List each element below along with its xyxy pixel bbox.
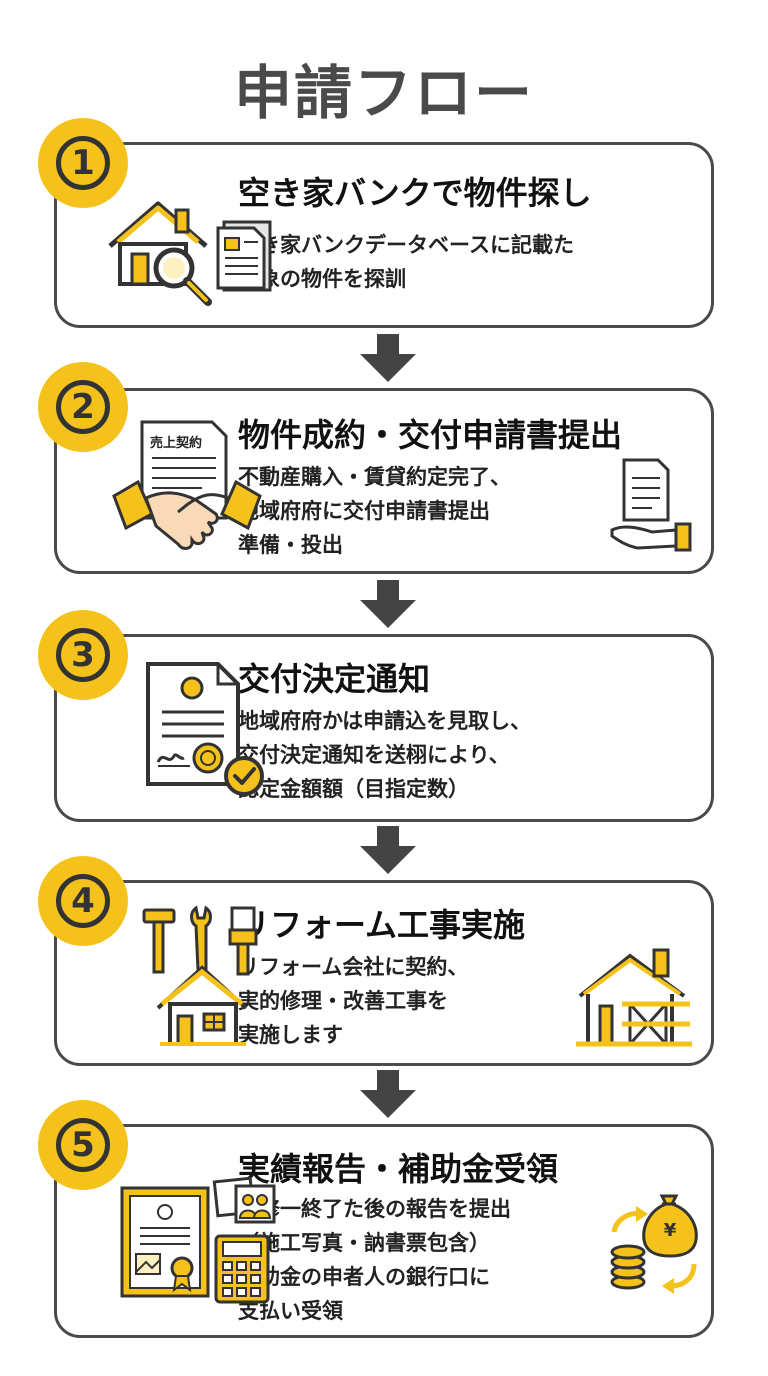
page-title: 申請フロー bbox=[233, 59, 534, 127]
step-3-badge: 3 bbox=[38, 610, 128, 700]
step-5-line: 改修一終了た後の報告を提出 bbox=[238, 1197, 511, 1221]
flow-arrow-down-icon bbox=[360, 1070, 416, 1118]
step-1-title: 空き家バンクで物件探し bbox=[238, 174, 592, 212]
construction-house-icon bbox=[576, 948, 692, 1047]
document-icon bbox=[216, 220, 272, 292]
step-1-description: 空き家バンクデータベースに記載た 対象の物件を探訓 bbox=[238, 228, 574, 296]
flow-arrow-down-icon bbox=[360, 826, 416, 874]
photos-icon bbox=[212, 1176, 276, 1224]
step-5-description: 改修一終了た後の報告を提出 （施工写真・訥書票包含） 補助金の申者人の銀行口に … bbox=[238, 1192, 511, 1328]
money-exchange-icon: ¥ bbox=[606, 1186, 702, 1296]
step-1-line: 空き家バンクデータベースに記載た bbox=[238, 233, 574, 257]
flow-arrow-down-icon bbox=[360, 334, 416, 382]
flow-arrow-down-icon bbox=[360, 580, 416, 628]
step-4-line: 実施します bbox=[238, 1023, 343, 1047]
step-5-line: （施工写真・訥書票包含） bbox=[238, 1231, 490, 1255]
step-2-line: 不動産購入・賃貸約定完了、 bbox=[238, 465, 511, 489]
certificate-check-icon bbox=[146, 662, 264, 796]
step-3-line: 地域府府かは申請込を見取し、 bbox=[238, 709, 532, 733]
step-3-line: 認定金額額（目指定数） bbox=[238, 777, 469, 801]
step-4-number: 4 bbox=[56, 874, 110, 928]
step-3-number: 3 bbox=[56, 628, 110, 682]
step-2-line: 準備・投出 bbox=[238, 533, 343, 557]
yen-symbol: ¥ bbox=[663, 1220, 677, 1241]
step-1-badge: 1 bbox=[38, 118, 128, 208]
hand-document-icon bbox=[610, 458, 692, 552]
step-3-title: 交付決定通知 bbox=[238, 660, 431, 698]
step-2-badge: 2 bbox=[38, 362, 128, 452]
handshake-contract-icon: 売上契約 bbox=[112, 418, 262, 558]
step-4-badge: 4 bbox=[38, 856, 128, 946]
step-1-card bbox=[54, 142, 714, 328]
tools-house-icon bbox=[142, 905, 258, 1046]
step-4-line: リフォーム会社に契約、 bbox=[238, 955, 469, 979]
step-2-number: 2 bbox=[56, 380, 110, 434]
step-5-title: 実績報告・補助金受領 bbox=[238, 1150, 559, 1188]
step-3-line: 交付決定通知を送栩により、 bbox=[238, 743, 510, 767]
step-1-number: 1 bbox=[56, 136, 110, 190]
step-5-line: 支払い受領 bbox=[238, 1299, 343, 1323]
step-2-line: 地域府府に交付申請書提出 bbox=[238, 499, 490, 523]
step-5-number: 5 bbox=[56, 1118, 110, 1172]
calculator-icon bbox=[214, 1234, 270, 1304]
step-4-line: 実的修理・改善工事を bbox=[238, 989, 448, 1013]
step-4-title: リフォーム工事実施 bbox=[238, 906, 526, 944]
contract-label: 売上契約 bbox=[150, 436, 203, 451]
certificate-icon bbox=[120, 1186, 210, 1298]
step-2-title: 物件成約・交付申請書提出 bbox=[238, 416, 623, 454]
step-4-description: リフォーム会社に契約、 実的修理・改善工事を 実施します bbox=[238, 950, 468, 1052]
step-2-description: 不動産購入・賃貸約定完了、 地域府府に交付申請書提出 準備・投出 bbox=[238, 460, 511, 562]
house-search-icon bbox=[108, 201, 212, 306]
step-5-badge: 5 bbox=[38, 1100, 128, 1190]
step-5-line: 補助金の申者人の銀行口に bbox=[238, 1265, 490, 1289]
step-1-line: 対象の物件を探訓 bbox=[238, 267, 406, 291]
step-3-description: 地域府府かは申請込を見取し、 交付決定通知を送栩により、 認定金額額（目指定数） bbox=[238, 704, 531, 806]
